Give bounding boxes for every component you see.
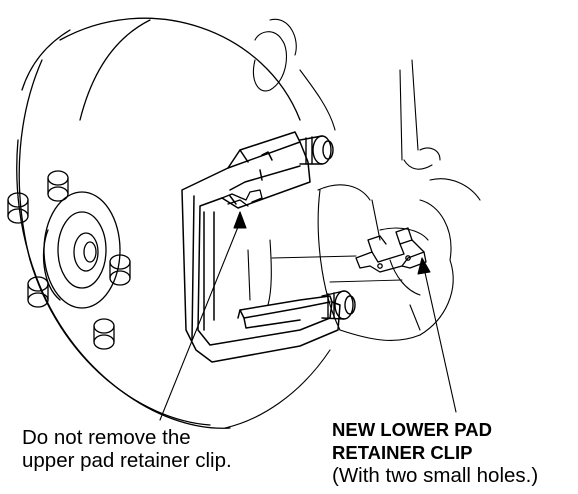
- caliper-bracket: [181, 131, 341, 363]
- wheel-stud: [7, 192, 29, 224]
- clip-hole-left: [377, 263, 383, 269]
- suspension-background: [252, 18, 481, 341]
- new-clip-label-note: (With two small holes.): [332, 464, 539, 487]
- wheel-stud: [47, 170, 69, 202]
- wheel-stud: [93, 318, 115, 350]
- wheel-hub: [42, 191, 121, 309]
- new-clip-leader: [417, 257, 457, 413]
- upper-pad-retainer-clip: [221, 189, 263, 207]
- upper-clip-note: Do not remove the upper pad retainer cli…: [22, 426, 232, 472]
- brake-rotor: [16, 17, 331, 429]
- new-lower-pad-retainer-clip: [355, 227, 427, 273]
- upper-clip-leader: [159, 211, 247, 421]
- upper-guide-pin: [299, 135, 334, 165]
- new-clip-label-line1: NEW LOWER PAD: [332, 419, 492, 440]
- clip-hole-right: [405, 255, 411, 261]
- upper-clip-note-line2: upper pad retainer clip.: [22, 449, 232, 472]
- wheel-stud: [27, 276, 49, 308]
- new-clip-label: NEW LOWER PAD RETAINER CLIP (With two sm…: [332, 418, 538, 487]
- wheel-studs: [7, 170, 131, 350]
- new-clip-label-line2: RETAINER CLIP: [332, 442, 473, 463]
- upper-clip-note-line1: Do not remove the: [22, 426, 191, 449]
- alignment-lines: [271, 255, 403, 283]
- lower-guide-pin: [321, 290, 356, 320]
- wheel-stud: [109, 254, 131, 286]
